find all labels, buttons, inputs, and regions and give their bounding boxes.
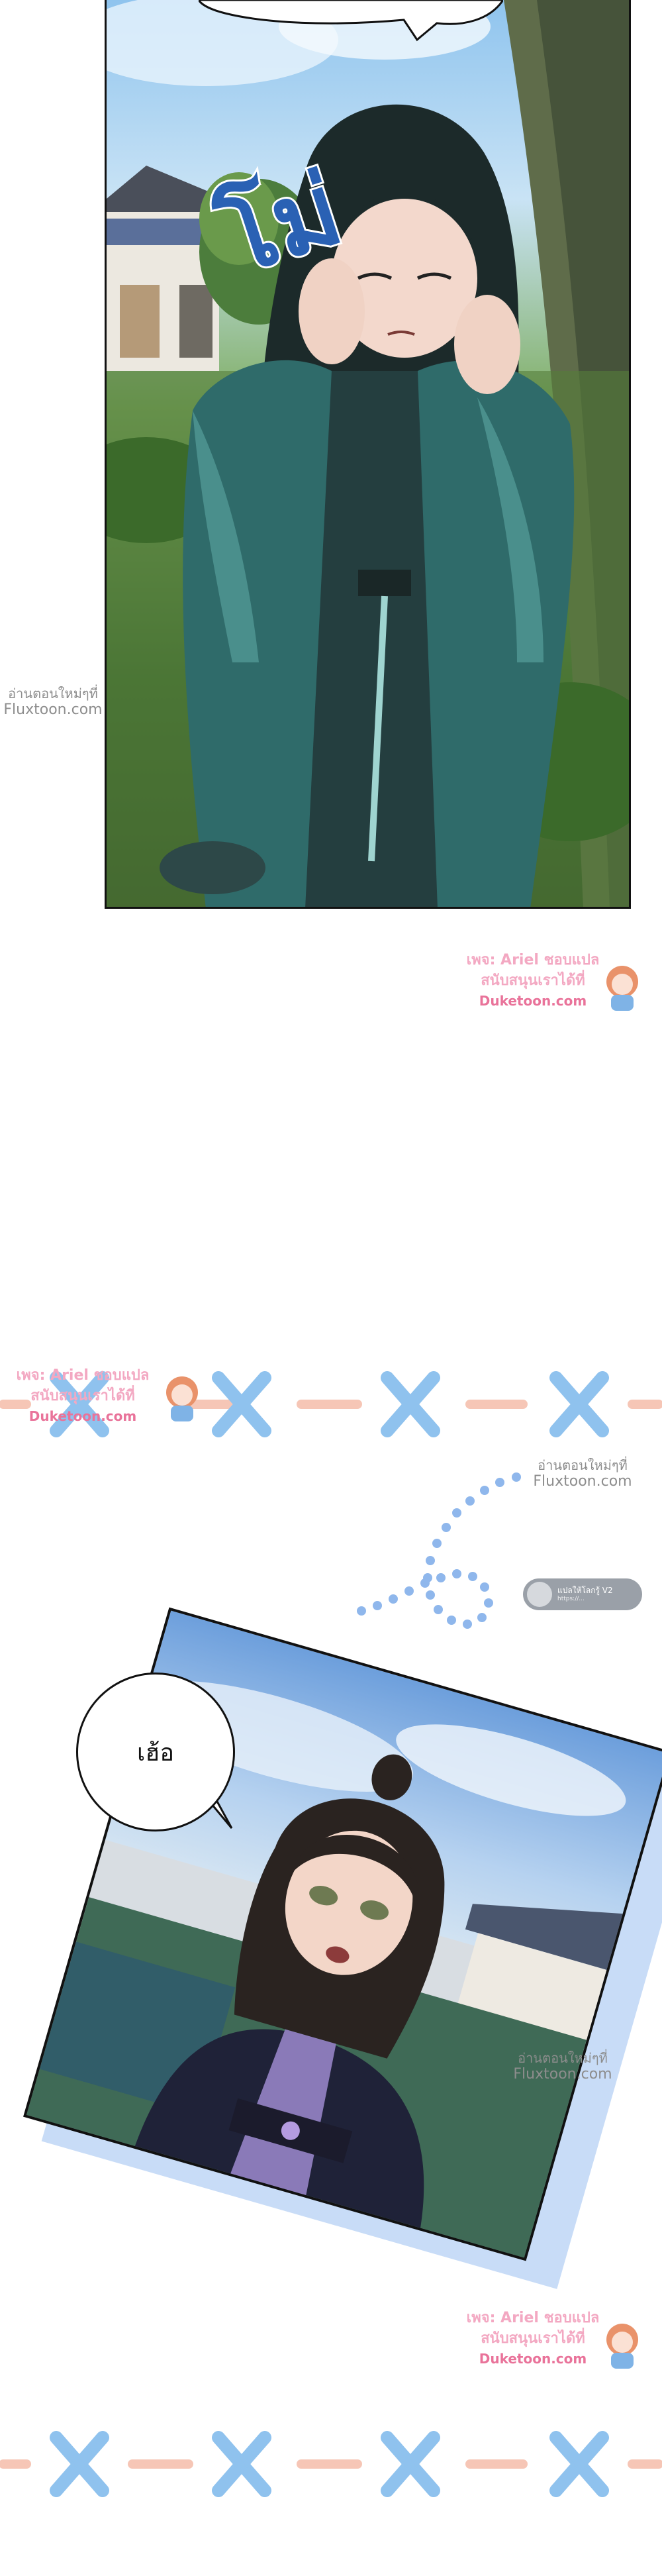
duketoon-watermark-3: เพจ: Ariel ชอบแปล สนับสนุนเราได้ที่ Duke… xyxy=(457,2308,609,2368)
duketoon-site: Duketoon.com xyxy=(479,992,587,1009)
fluxtoon-watermark-3: อ่านตอนใหม่ๆที่ Fluxtoon.com xyxy=(490,2050,636,2083)
duketoon-watermark-2: เพจ: Ariel ชอบแปล สนับสนุนเราได้ที่ Duke… xyxy=(7,1366,159,1425)
fluxtoon-line2-3: Fluxtoon.com xyxy=(513,2066,612,2083)
mascot-avatar-icon xyxy=(606,966,638,1011)
fluxtoon-line2: Fluxtoon.com xyxy=(3,701,103,718)
panel-1-artwork xyxy=(107,0,629,907)
fluxtoon-line1-2: อ่านตอนใหม่ๆที่ xyxy=(538,1457,628,1473)
decorative-x-row-top xyxy=(0,1371,662,1437)
fluxtoon-line1-3: อ่านตอนใหม่ๆที่ xyxy=(518,2050,608,2066)
mascot-avatar-icon-2 xyxy=(166,1376,198,1421)
fluxtoon-watermark: อ่านตอนใหม่ๆที่ Fluxtoon.com xyxy=(0,686,106,719)
duketoon-support-2: สนับสนุนเราได้ที่ xyxy=(30,1387,135,1404)
duketoon-support: สนับสนุนเราได้ที่ xyxy=(481,972,585,989)
decorative-x-row-bottom xyxy=(0,2431,662,2497)
duketoon-credit-2: เพจ: Ariel ชอบแปล xyxy=(16,1367,150,1384)
duketoon-credit: เพจ: Ariel ชอบแปล xyxy=(466,952,600,968)
speech-bubble: เฮ้อ xyxy=(76,1673,235,1831)
duketoon-site-3: Duketoon.com xyxy=(479,2350,587,2367)
duketoon-site-2: Duketoon.com xyxy=(28,1408,137,1424)
duketoon-support-3: สนับสนุนเราได้ที่ xyxy=(481,2330,585,2347)
comic-panel-2 xyxy=(23,1607,662,2261)
fluxtoon-line1: อ่านตอนใหม่ๆที่ xyxy=(8,686,98,701)
comic-panel-1: โม่ xyxy=(105,0,631,909)
fluxtoon-watermark-2: อ่านตอนใหม่ๆที่ Fluxtoon.com xyxy=(516,1457,649,1490)
translator-logo-badge: แปลให้โลกรู้ V2 https://... xyxy=(523,1578,642,1610)
logo-circle-icon xyxy=(527,1582,552,1607)
dotted-swirl-decoration xyxy=(357,1472,521,1629)
mascot-avatar-icon-3 xyxy=(606,2324,638,2369)
badge-sub: https://... xyxy=(557,1595,585,1602)
duketoon-watermark: เพจ: Ariel ชอบแปล สนับสนุนเราได้ที่ Duke… xyxy=(457,951,609,1010)
duketoon-credit-3: เพจ: Ariel ชอบแปล xyxy=(466,2310,600,2326)
fluxtoon-line2-2: Fluxtoon.com xyxy=(533,1473,632,1490)
speech-text: เฮ้อ xyxy=(137,1739,174,1767)
badge-label: แปลให้โลกรู้ V2 xyxy=(557,1586,613,1596)
panel-2-artwork xyxy=(24,1680,628,2261)
speech-bubble-fragment xyxy=(199,0,503,42)
